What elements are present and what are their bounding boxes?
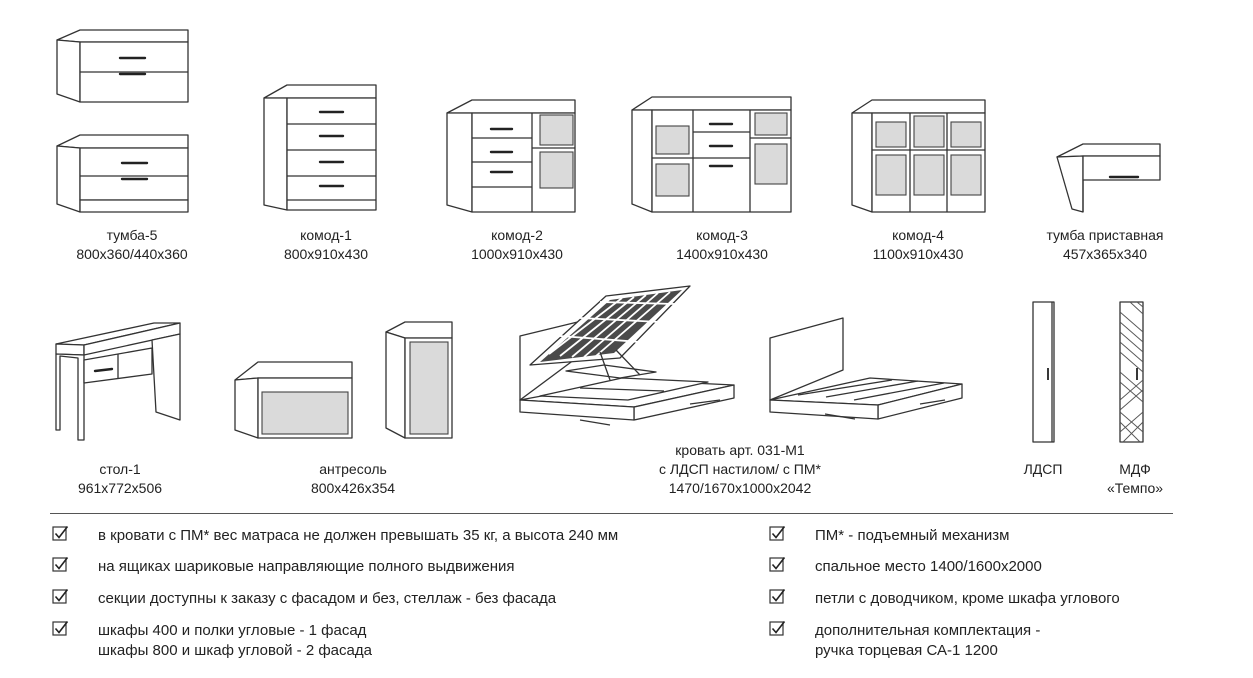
product-name: стол-1 — [99, 461, 141, 477]
tumba-pristavnaya-drawing — [1056, 143, 1161, 213]
note-text: шкафы 400 и полки угловые - 1 фасад — [98, 622, 367, 639]
note-left-1: в кровати с ПМ* вес матраса не должен пр… — [98, 526, 618, 546]
note-text: в кровати с ПМ* вес матраса не должен пр… — [98, 527, 619, 544]
antresol-horizontal-drawing — [234, 361, 353, 439]
note-right-1: ПМ* - подъемный механизм — [815, 526, 1010, 546]
facade-mdf-label: МДФ — [1119, 461, 1151, 477]
komod3-drawing — [631, 96, 792, 213]
bed-title: кровать арт. 031-М1 — [675, 442, 805, 458]
product-dims: 1000x910x430 — [471, 246, 563, 262]
checkbox-checked-icon — [52, 556, 69, 573]
caption-antresol: антресоль 800x426x354 — [293, 460, 413, 498]
product-name: комод-1 — [300, 227, 352, 243]
caption-tumba-pristavnaya: тумба приставная 457x365x340 — [1035, 226, 1175, 264]
checkbox-checked-icon — [769, 525, 786, 542]
komod2-drawing — [446, 99, 576, 213]
note-text: на ящиках шариковые направляющие полного… — [98, 558, 515, 575]
product-dims: 961x772x506 — [77, 480, 163, 496]
checkbox-checked-icon — [769, 556, 786, 573]
stol1-drawing — [55, 322, 181, 441]
komod4-drawing — [851, 99, 986, 213]
komod1-drawing — [263, 84, 377, 211]
product-name: комод-3 — [696, 227, 748, 243]
note-right-2: спальное место 1400/1600x2000 — [815, 557, 1042, 577]
antresol-vertical-drawing — [385, 321, 453, 439]
product-dims: 1100x910x430 — [872, 246, 964, 262]
note-right-3: петли с доводчиком, кроме шкафа углового — [815, 589, 1120, 609]
note-text: дополнительная комплектация - — [815, 622, 1041, 639]
facade-ldsp-label: ЛДСП — [1023, 461, 1063, 477]
bed-lift-drawing — [519, 285, 735, 426]
product-name: тумба приставная — [1046, 227, 1164, 243]
note-text: секции доступны к заказу с фасадом и без… — [98, 590, 557, 607]
tumba5-large-drawing — [56, 134, 189, 213]
product-name: тумба-5 — [106, 227, 158, 243]
facade-mdf-name: «Темпо» — [1106, 480, 1164, 496]
caption-komod1: комод-1 800x910x430 — [266, 226, 386, 264]
checkbox-checked-icon — [52, 588, 69, 605]
tumba5-small-drawing — [56, 29, 189, 103]
caption-stol1: стол-1 961x772x506 — [60, 460, 180, 498]
caption-komod4: комод-4 1100x910x430 — [858, 226, 978, 264]
mdf-tempo-facade-drawing — [1119, 301, 1144, 443]
caption-bed: кровать арт. 031-М1 с ЛДСП настилом/ с П… — [640, 441, 840, 498]
bed-options: с ЛДСП настилом/ с ПМ* — [659, 461, 821, 477]
product-name: антресоль — [319, 461, 387, 477]
note-left-3: секции доступны к заказу с фасадом и без… — [98, 589, 556, 609]
product-name: комод-2 — [491, 227, 543, 243]
note-left-2: на ящиках шариковые направляющие полного… — [98, 557, 515, 577]
note-text: ПМ* - подъемный механизм — [815, 527, 1010, 544]
product-name: комод-4 — [892, 227, 944, 243]
ldsp-facade-drawing — [1032, 301, 1055, 443]
product-dims: 457x365x340 — [1062, 246, 1148, 262]
checkbox-checked-icon — [769, 588, 786, 605]
divider-line — [50, 513, 1173, 514]
checkbox-checked-icon — [52, 525, 69, 542]
note-text: спальное место 1400/1600x2000 — [815, 558, 1042, 575]
caption-komod2: комод-2 1000x910x430 — [457, 226, 577, 264]
caption-tumba5: тумба-5 800x360/440x360 — [62, 226, 202, 264]
product-dims: 800x360/440x360 — [76, 246, 188, 262]
checkbox-checked-icon — [52, 620, 69, 637]
product-dims: 800x910x430 — [283, 246, 369, 262]
bed-ldsp-drawing — [769, 317, 963, 420]
bed-dims: 1470/1670x1000x2042 — [668, 480, 812, 496]
caption-komod3: комод-3 1400x910x430 — [662, 226, 782, 264]
product-dims: 800x426x354 — [310, 480, 396, 496]
checkbox-checked-icon — [769, 620, 786, 637]
note-text: ручка торцевая СА-1 1200 — [815, 642, 998, 659]
caption-mdf: МДФ «Темпо» — [1100, 460, 1170, 498]
caption-ldsp: ЛДСП — [1013, 460, 1073, 479]
note-right-4: дополнительная комплектация - ручка торц… — [815, 621, 1040, 661]
note-text: шкафы 800 и шкаф угловой - 2 фасада — [98, 642, 372, 659]
note-left-4: шкафы 400 и полки угловые - 1 фасад шкаф… — [98, 621, 372, 661]
product-dims: 1400x910x430 — [676, 246, 768, 262]
note-text: петли с доводчиком, кроме шкафа углового — [815, 590, 1120, 607]
